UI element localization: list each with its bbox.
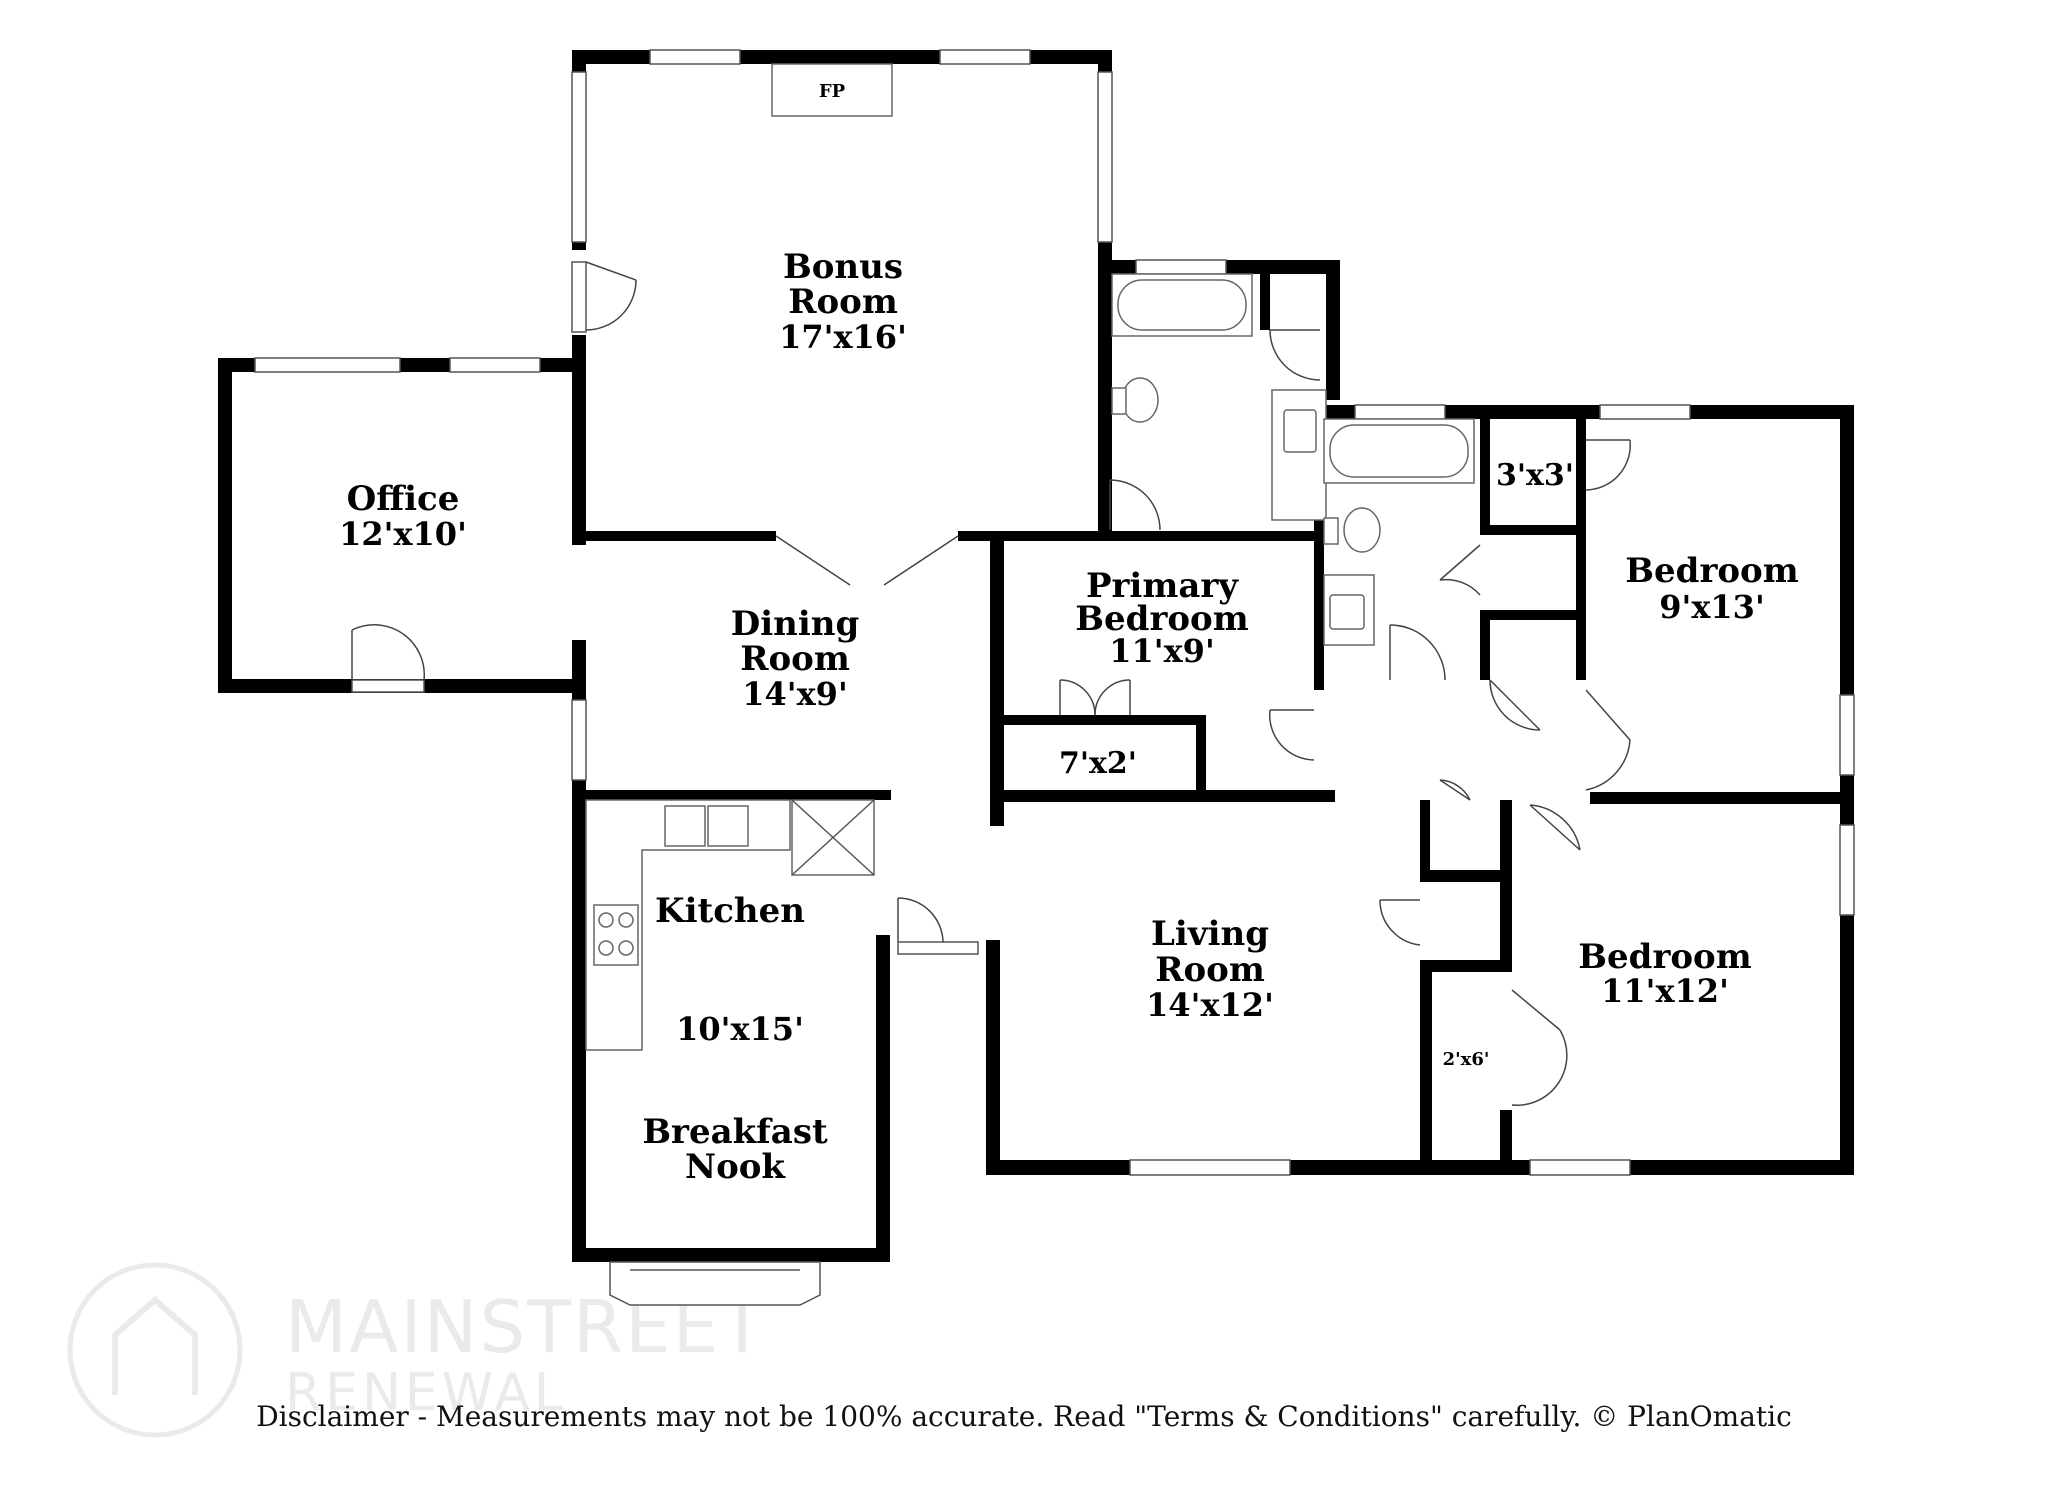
wall	[1500, 1110, 1512, 1160]
window	[571, 71, 587, 243]
wall	[586, 531, 776, 541]
wall	[572, 780, 586, 1260]
window	[1529, 1159, 1631, 1176]
primary-bedroom-dims: 11'x9'	[1109, 632, 1214, 670]
breakfast-nook-name-2: Nook	[685, 1147, 786, 1187]
window	[1839, 824, 1855, 916]
bedroom-a-name: Bedroom	[1625, 551, 1798, 591]
watermark-line-2: RENEWAL	[285, 1363, 567, 1423]
window	[1599, 404, 1691, 420]
exterior-door-frame	[897, 941, 979, 955]
wall	[1840, 800, 1854, 825]
bonus-room-name-1: Bonus	[783, 247, 903, 287]
kitchen-dims: 10'x15'	[676, 1010, 804, 1048]
wall	[1480, 610, 1490, 680]
wall	[1576, 405, 1586, 680]
window	[571, 699, 587, 781]
window	[1354, 404, 1446, 420]
window	[649, 49, 741, 65]
office-dims: 12'x10'	[339, 515, 467, 553]
window	[1839, 694, 1855, 776]
fireplace-label: FP	[819, 81, 846, 102]
window	[939, 49, 1031, 65]
wall	[586, 790, 891, 800]
wall	[1420, 800, 1430, 880]
window	[1135, 259, 1227, 275]
bedroom-a-dims: 9'x13'	[1659, 588, 1764, 626]
bay-window	[609, 1261, 821, 1306]
wall	[986, 1160, 1854, 1175]
doors	[351, 261, 1632, 1106]
wall	[1590, 792, 1854, 804]
wall	[990, 531, 1004, 826]
wall	[1420, 960, 1432, 1160]
walls	[218, 50, 1854, 1262]
bonus-room-name-2: Room	[788, 282, 898, 322]
wall	[1326, 260, 1340, 400]
disclaimer-text: Disclaimer - Measurements may not be 100…	[256, 1400, 1792, 1433]
dining-room-name-2: Room	[740, 639, 850, 679]
wall	[1004, 531, 1314, 541]
wall	[1260, 260, 1270, 330]
room-labels: Bonus Room 17'x16' Office 12'x10' Dining…	[339, 247, 1799, 1187]
wall	[1480, 525, 1580, 535]
dining-room-dims: 14'x9'	[742, 675, 847, 713]
wall	[986, 940, 1000, 1175]
toilet	[1343, 507, 1381, 553]
closet-7x2-dims: 7'x2'	[1059, 746, 1137, 781]
primary-bedroom-name-1: Primary	[1086, 566, 1239, 606]
wall	[1314, 405, 1324, 690]
wall	[1420, 960, 1512, 972]
wall	[1196, 715, 1206, 795]
living-room-dims: 14'x12'	[1146, 986, 1274, 1024]
bonus-room-dims: 17'x16'	[779, 318, 907, 356]
wall	[1840, 915, 1854, 1175]
windows	[254, 49, 1855, 1306]
wall	[1098, 250, 1112, 535]
wall	[1004, 715, 1204, 725]
dining-room-name-1: Dining	[731, 604, 860, 644]
kitchen-sink	[664, 805, 706, 847]
wall	[876, 935, 890, 1260]
wall	[1480, 405, 1490, 525]
wall	[1500, 800, 1512, 970]
wall	[572, 1248, 890, 1262]
toilet	[1121, 377, 1159, 423]
closet-2x6-dims: 2'x6'	[1443, 1049, 1490, 1070]
bedroom-b-dims: 11'x12'	[1601, 972, 1729, 1010]
wall	[218, 358, 232, 693]
window	[1129, 1159, 1291, 1176]
window	[1097, 71, 1113, 243]
wall	[572, 335, 586, 545]
window	[571, 261, 587, 333]
living-room-name-2: Room	[1155, 950, 1265, 990]
office-name: Office	[347, 479, 460, 519]
fixtures: FP	[585, 63, 1475, 1051]
stove	[593, 904, 639, 966]
wall	[958, 531, 1003, 541]
window	[449, 357, 541, 373]
wall	[990, 790, 1335, 802]
closet-3x3-dims: 3'x3'	[1496, 458, 1574, 493]
wall	[1420, 870, 1512, 882]
kitchen-counter	[585, 799, 791, 1051]
wall	[1480, 610, 1580, 620]
kitchen-name: Kitchen	[655, 891, 805, 931]
wall	[1840, 405, 1854, 695]
fireplace	[771, 63, 893, 117]
wall	[572, 640, 586, 700]
primary-bedroom-name-2: Bedroom	[1075, 599, 1248, 639]
living-room-name-1: Living	[1151, 914, 1269, 954]
breakfast-nook-name-1: Breakfast	[642, 1112, 828, 1152]
window	[254, 357, 401, 373]
bedroom-b-name: Bedroom	[1578, 937, 1751, 977]
